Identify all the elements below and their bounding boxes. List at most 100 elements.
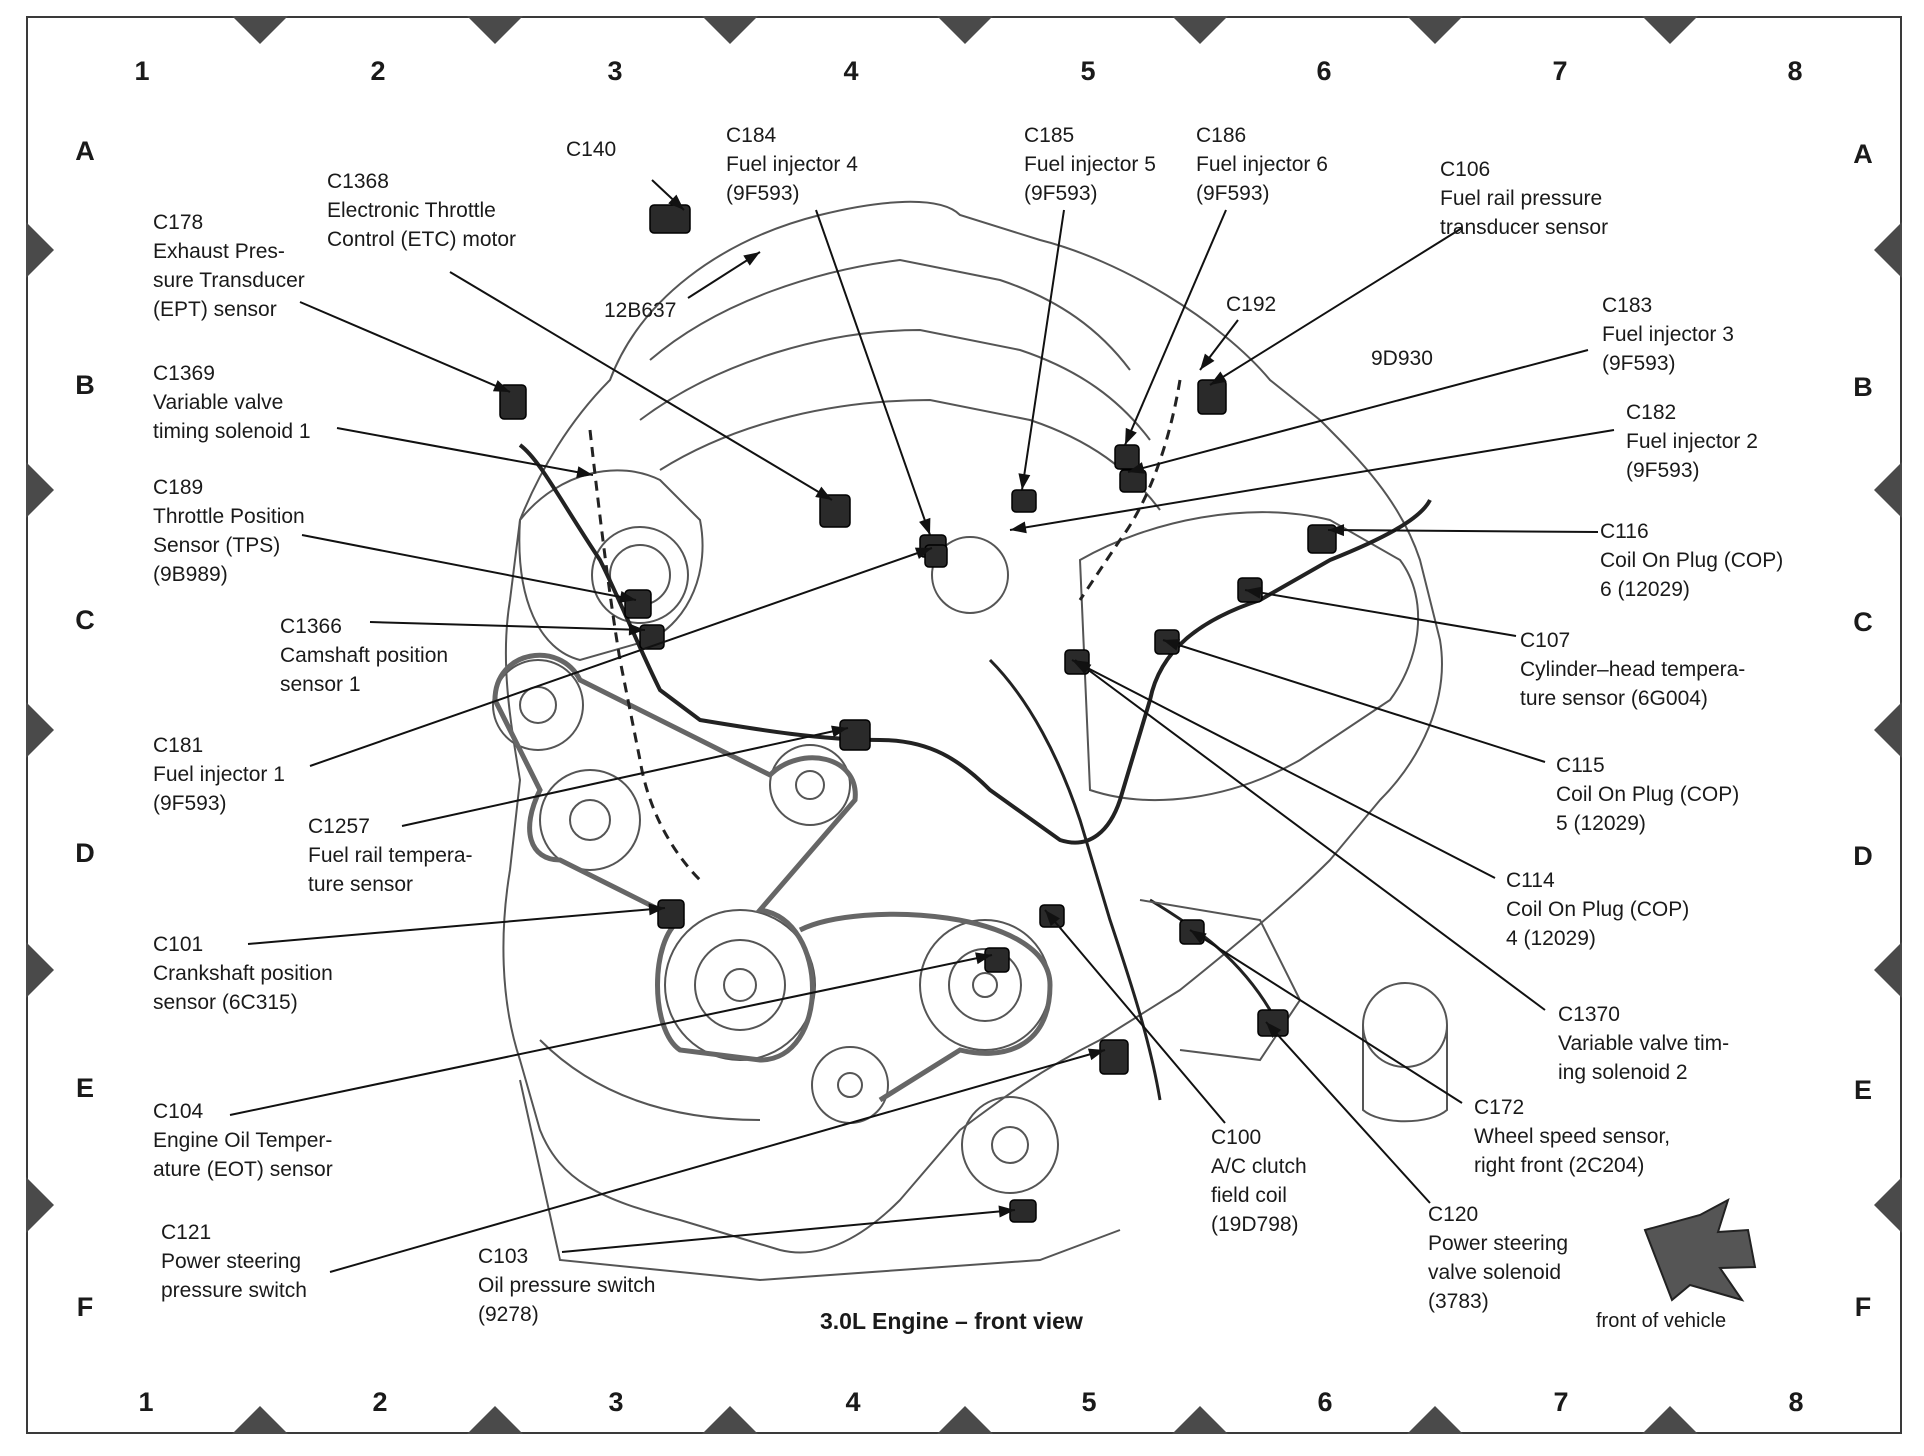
grid-row-left-C: C (75, 605, 95, 635)
oil-filler-cap (931, 536, 1009, 614)
manifold-runner-2 (639, 328, 1151, 441)
arrowhead-c186 (1125, 427, 1137, 445)
callout-arrowheads (492, 194, 1345, 1218)
arrowhead-c107 (1245, 586, 1262, 599)
leader-c1257 (401, 727, 849, 827)
grid-col-bottom-6: 6 (1317, 1387, 1333, 1417)
wiring-harness (518, 443, 1432, 845)
grid-col-top-8: 8 (1787, 56, 1803, 86)
grid-row-left-A: A (75, 136, 95, 166)
crankshaft-pulley (664, 909, 816, 1061)
front-of-vehicle-label: front of vehicle (1596, 1310, 1727, 1332)
arrowhead-c101 (648, 903, 665, 916)
valve-cover-right (1078, 511, 1420, 801)
c186-plug (1114, 444, 1140, 470)
border-triangle-left-2 (26, 462, 54, 518)
c106-plug (1197, 379, 1227, 415)
arrowhead-c100 (1045, 910, 1060, 927)
arrowhead-c189 (619, 591, 636, 603)
grid-col-top-1: 1 (134, 56, 150, 86)
grid-row-right-B: B (1853, 372, 1873, 402)
c101-plug (657, 899, 685, 929)
border-triangle-bottom-1 (232, 1406, 288, 1434)
leader-c115 (1162, 639, 1546, 763)
leader-c121 (329, 1049, 1106, 1273)
border-triangle-right-2 (1874, 462, 1902, 518)
callout-leader-lines (229, 179, 1615, 1273)
leader-c172 (1189, 929, 1463, 1104)
arrowhead-c192 (1200, 353, 1215, 370)
leader-c1369 (336, 427, 594, 476)
border-triangle-top-3 (702, 16, 758, 44)
label-9d930: 9D930 (1371, 347, 1433, 370)
diagram-caption: 3.0L Engine – front view (820, 1308, 1083, 1334)
border-triangle-right-4 (1874, 942, 1902, 998)
c181-plug (924, 544, 948, 568)
label-12b637: 12B637 (604, 299, 677, 322)
c189-plug (624, 589, 652, 619)
arrowhead-c121 (1087, 1048, 1105, 1061)
leader-c1366 (369, 621, 646, 631)
grid-col-bottom-1: 1 (138, 1387, 154, 1417)
border-triangle-bottom-4 (937, 1406, 993, 1434)
grid-border-triangles (26, 16, 1902, 1434)
grid-col-bottom-7: 7 (1553, 1387, 1569, 1417)
tensioner-pulley-upper (492, 659, 584, 751)
leader-c114 (1071, 659, 1496, 879)
throttle-body (591, 526, 689, 624)
arrowhead-c1257 (831, 725, 848, 738)
arrowhead-c182 (1010, 521, 1027, 534)
leader-c1368 (449, 271, 833, 501)
grid-col-top-3: 3 (607, 56, 623, 86)
border-triangle-top-6 (1407, 16, 1463, 44)
arrowhead-c1366 (628, 623, 645, 636)
c140-plug (649, 204, 691, 234)
border-triangle-left-1 (26, 222, 54, 278)
power-steering-pulley (919, 919, 1051, 1051)
grid-row-right-F: F (1854, 1292, 1872, 1322)
leader-c107 (1244, 589, 1517, 637)
leader-c100 (1044, 909, 1226, 1124)
grid-col-top-4: 4 (843, 56, 859, 86)
border-triangle-bottom-6 (1407, 1406, 1463, 1434)
grid-col-bottom-3: 3 (608, 1387, 624, 1417)
arrowhead-12b637 (743, 252, 760, 266)
label-c140: C140 (566, 138, 617, 161)
accessory-belt (492, 652, 858, 1063)
arrowhead-c120 (1266, 1022, 1282, 1038)
arrowhead-c181 (914, 547, 932, 559)
grid-col-top-5: 5 (1080, 56, 1096, 86)
leader-c182 (1009, 429, 1615, 531)
border-triangle-left-5 (26, 1177, 54, 1233)
leader-c106 (1209, 227, 1463, 386)
idler-pulley (769, 744, 851, 826)
leader-c181 (309, 547, 933, 767)
leader-c183 (1127, 349, 1589, 473)
c185-plug (1011, 489, 1037, 513)
border-triangle-bottom-7 (1642, 1406, 1698, 1434)
c104-plug (984, 947, 1010, 973)
border-triangle-right-1 (1874, 222, 1902, 278)
engine-drawing (492, 200, 1448, 1282)
arrowhead-c116 (1328, 524, 1345, 537)
grid-row-right-C: C (1853, 607, 1873, 637)
c1257-plug (839, 719, 871, 751)
grid-col-bottom-5: 5 (1081, 1387, 1097, 1417)
